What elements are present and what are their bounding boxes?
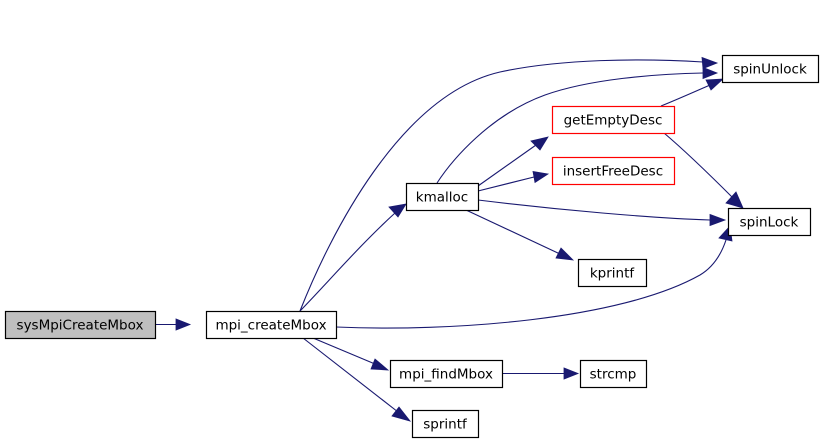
node-label: kprintf	[590, 266, 636, 282]
node-spinLock[interactable]: spinLock	[727, 207, 812, 237]
nodes-layer: sysMpiCreateMbox mpi_createMbox kmalloc get…	[4, 54, 820, 439]
node-box[interactable]	[551, 105, 676, 135]
node-box[interactable]	[727, 207, 812, 237]
edge-sysMpiCreateMbox-to-mpi_createMbox	[155, 318, 192, 331]
arrowhead-icon	[388, 203, 407, 218]
node-box[interactable]	[4, 310, 157, 340]
edge-kmalloc-to-getEmptyDesc	[477, 136, 549, 187]
node-label: mpi_createMbox	[215, 318, 326, 334]
node-box[interactable]	[551, 156, 676, 186]
edge-line	[477, 176, 535, 192]
edge-kmalloc-to-insertFreeDesc	[477, 171, 550, 192]
node-label: spinLock	[740, 215, 799, 231]
arrowhead-icon	[530, 136, 549, 151]
arrowhead-icon	[701, 56, 719, 70]
edge-mpi_createMbox-to-spinUnlock	[299, 56, 719, 312]
edge-line	[299, 59, 704, 312]
node-label: insertFreeDesc	[563, 164, 663, 180]
edge-mpi_createMbox-to-sprintf	[302, 337, 412, 422]
node-sysMpiCreateMbox[interactable]: sysMpiCreateMbox	[4, 310, 157, 340]
node-box[interactable]	[389, 359, 504, 389]
node-box[interactable]	[577, 258, 648, 288]
edge-mpi_createMbox-to-kmalloc	[299, 203, 407, 312]
node-kprintf[interactable]: kprintf	[577, 258, 648, 288]
node-label: sysMpiCreateMbox	[17, 318, 144, 334]
node-box[interactable]	[411, 409, 480, 439]
node-label: spinUnlock	[733, 62, 807, 78]
edge-line	[477, 199, 711, 221]
node-mpi_findMbox[interactable]: mpi_findMbox	[389, 359, 504, 389]
arrowhead-icon	[709, 213, 727, 227]
node-label: strcmp	[590, 367, 637, 383]
node-strcmp[interactable]: strcmp	[579, 359, 648, 389]
edges-layer	[155, 56, 744, 422]
arrowhead-icon	[725, 191, 744, 209]
edge-line	[436, 72, 704, 184]
edge-line	[302, 337, 399, 413]
edge-mpi_findMbox-to-strcmp	[502, 367, 580, 380]
node-box[interactable]	[205, 310, 338, 340]
edge-mpi_createMbox-to-mpi_findMbox	[312, 337, 390, 371]
edge-line	[477, 144, 537, 187]
arrowhead-icon	[555, 247, 575, 261]
node-label: getEmptyDesc	[564, 113, 663, 129]
arrowhead-icon	[705, 78, 725, 91]
node-spinUnlock[interactable]: spinUnlock	[721, 54, 820, 84]
arrowhead-icon	[175, 318, 192, 331]
edge-getEmptyDesc-to-spinUnlock	[660, 78, 725, 107]
arrowhead-icon	[370, 358, 390, 371]
node-label: mpi_findMbox	[399, 367, 493, 383]
edge-line	[663, 132, 734, 199]
edge-kmalloc-to-spinUnlock	[436, 66, 719, 184]
node-getEmptyDesc[interactable]: getEmptyDesc	[551, 105, 676, 135]
arrowhead-icon	[532, 171, 550, 184]
node-box[interactable]	[405, 182, 480, 212]
node-box[interactable]	[579, 359, 648, 389]
node-sprintf[interactable]: sprintf	[411, 409, 480, 439]
edge-line	[299, 212, 396, 312]
edge-kmalloc-to-spinLock	[477, 199, 727, 227]
arrowhead-icon	[391, 406, 412, 422]
edge-kmalloc-to-kprintf	[465, 209, 575, 261]
node-label: sprintf	[423, 417, 468, 433]
edge-getEmptyDesc-to-spinLock	[663, 132, 744, 209]
node-insertFreeDesc[interactable]: insertFreeDesc	[551, 156, 676, 186]
node-box[interactable]	[721, 54, 820, 84]
node-mpi_createMbox[interactable]: mpi_createMbox	[205, 310, 338, 340]
edge-line	[465, 209, 561, 255]
edge-line	[335, 239, 727, 329]
edge-line	[312, 337, 376, 365]
arrowhead-icon	[563, 367, 580, 380]
node-kmalloc[interactable]: kmalloc	[405, 182, 480, 212]
node-label: kmalloc	[416, 190, 468, 206]
edge-line	[660, 84, 711, 107]
arrowhead-icon	[702, 66, 719, 80]
